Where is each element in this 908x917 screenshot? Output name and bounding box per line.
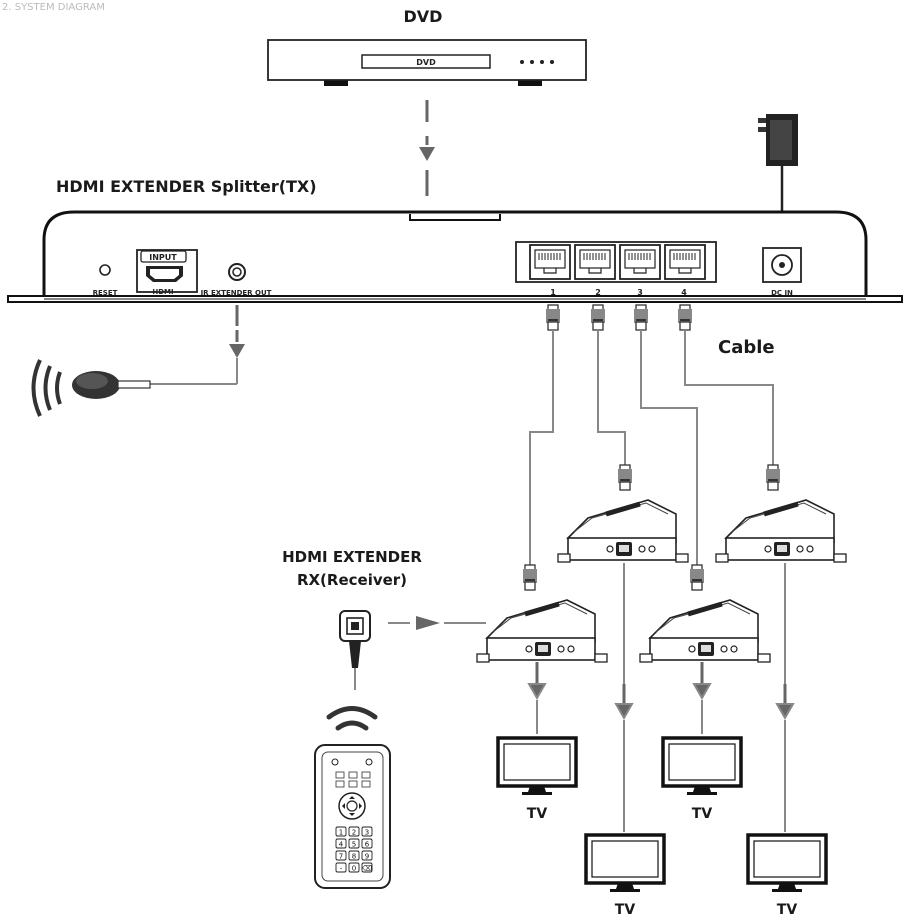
rj45-port-block bbox=[515, 241, 717, 283]
remote-key: ⌫ bbox=[361, 862, 373, 873]
dvd-arrow bbox=[419, 100, 435, 196]
remote-key-label: 2 bbox=[352, 829, 356, 837]
tv-3 bbox=[661, 736, 743, 797]
dvd-player: DVD bbox=[267, 39, 587, 86]
tx-splitter: RESET INPUT HDMI IR EXTENDER OUT 1 2 3 4 bbox=[7, 210, 903, 303]
remote-key: 3 bbox=[361, 826, 373, 837]
rx-title-line2: RX(Receiver) bbox=[297, 571, 407, 589]
tv-2-label: TV bbox=[615, 902, 636, 917]
hdmi-input-port: INPUT HDMI bbox=[136, 249, 198, 296]
dvd-display-text: DVD bbox=[416, 58, 436, 67]
remote-signal-icon bbox=[326, 706, 378, 731]
remote-key-label: 9 bbox=[365, 853, 369, 861]
tv-4 bbox=[746, 833, 828, 894]
remote-key: 8 bbox=[348, 850, 360, 861]
tv-4-label: TV bbox=[777, 902, 798, 917]
receiver-2 bbox=[558, 500, 688, 562]
port-4-label: 4 bbox=[681, 288, 687, 297]
remote-key: 1 bbox=[335, 826, 347, 837]
reset-label: RESET bbox=[93, 289, 118, 297]
remote-key-label: 3 bbox=[365, 829, 369, 837]
port-2-label: 2 bbox=[595, 288, 601, 297]
tv-3-label: TV bbox=[692, 806, 713, 822]
remote-key: 2 bbox=[348, 826, 360, 837]
remote-key-label: - bbox=[340, 865, 343, 873]
ir-to-rx-arrow bbox=[388, 616, 486, 630]
remote-key-label: 6 bbox=[365, 841, 370, 849]
tx-title: HDMI EXTENDER Splitter(TX) bbox=[56, 177, 317, 196]
port-3-label: 3 bbox=[637, 288, 643, 297]
remote-key-label: 7 bbox=[339, 853, 343, 861]
remote-key-label: 5 bbox=[352, 841, 356, 849]
rx-to-tv-arrows bbox=[528, 563, 794, 832]
cable-label: Cable bbox=[718, 337, 775, 358]
remote-key-label: 1 bbox=[339, 829, 343, 837]
rx-title-line1: HDMI EXTENDER bbox=[282, 548, 422, 566]
power-adapter-icon bbox=[758, 114, 798, 248]
tv-1-label: TV bbox=[527, 806, 548, 822]
remote-key: 9 bbox=[361, 850, 373, 861]
receiver-1 bbox=[477, 600, 607, 662]
remote-key: 4 bbox=[335, 838, 347, 849]
port-1-label: 1 bbox=[550, 288, 556, 297]
dc-in-label: DC IN bbox=[771, 289, 793, 297]
ir-out-label: IR EXTENDER OUT bbox=[201, 289, 272, 297]
receiver-4 bbox=[716, 500, 846, 562]
corner-text: 2. SYSTEM DIAGRAM bbox=[2, 2, 105, 13]
ir-emitter-icon bbox=[31, 359, 151, 417]
dvd-title: DVD bbox=[404, 7, 443, 26]
hdmi-label: HDMI bbox=[152, 288, 173, 296]
ir-extender-cable bbox=[150, 305, 245, 385]
tv-2 bbox=[584, 833, 666, 894]
dc-in-port bbox=[762, 247, 802, 283]
remote-key: - bbox=[335, 862, 347, 873]
hdmi-input-label: INPUT bbox=[149, 253, 177, 262]
cat-cables bbox=[523, 304, 780, 591]
remote-key: 5 bbox=[348, 838, 360, 849]
remote-key-label: 4 bbox=[339, 841, 344, 849]
remote-key-label: 8 bbox=[352, 853, 356, 861]
ir-receiver-icon bbox=[339, 610, 371, 690]
tv-1 bbox=[496, 736, 578, 797]
remote-key: 6 bbox=[361, 838, 373, 849]
remote-key-label: 0 bbox=[352, 865, 356, 873]
remote-key-label: ⌫ bbox=[362, 865, 372, 873]
remote-key: 0 bbox=[348, 862, 360, 873]
remote-key: 7 bbox=[335, 850, 347, 861]
receiver-3 bbox=[640, 600, 770, 662]
reset-button bbox=[99, 264, 111, 276]
